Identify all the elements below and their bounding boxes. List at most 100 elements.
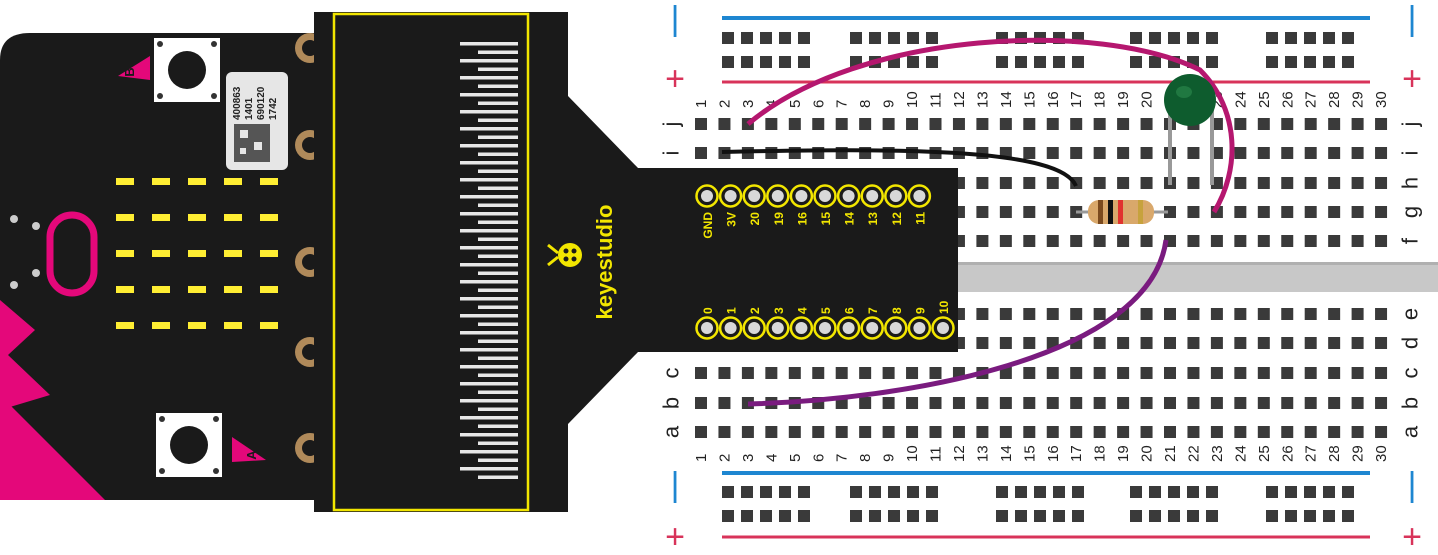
hole (765, 426, 778, 438)
rail-hole (996, 486, 1008, 498)
hole (1375, 147, 1388, 159)
rail-hole (1323, 486, 1335, 498)
hole (1164, 337, 1176, 349)
rail-hole (1149, 486, 1161, 498)
hole (812, 367, 825, 379)
connector-finger (478, 254, 518, 258)
rail-plus-top-left: + (665, 60, 685, 98)
led (152, 322, 170, 329)
hole (741, 426, 754, 438)
rail-hole (1034, 56, 1046, 68)
hole (1257, 397, 1270, 409)
hole (1304, 206, 1317, 218)
hole (1210, 235, 1223, 247)
rail-hole (1342, 510, 1354, 522)
rail-hole (1187, 510, 1199, 522)
hole (1351, 337, 1364, 349)
hole (1328, 397, 1341, 409)
hole (929, 426, 942, 438)
hole (952, 397, 965, 409)
connector-finger (460, 399, 518, 403)
hole (976, 337, 989, 349)
rail-minus-bottom-right: | (1408, 466, 1417, 504)
rail-hole (1304, 510, 1316, 522)
connector-finger (478, 458, 518, 462)
hole (1328, 337, 1341, 349)
hole (1140, 308, 1153, 320)
column-number-bottom: 25 (1256, 445, 1273, 462)
hole (1257, 337, 1270, 349)
connector-finger (460, 110, 518, 114)
hole (999, 206, 1012, 218)
header-pin (742, 184, 766, 208)
button-b[interactable] (154, 38, 220, 102)
column-number-top: 20 (1139, 91, 1156, 108)
hole (1046, 397, 1059, 409)
rail-hole (779, 510, 791, 522)
hole (1328, 206, 1341, 218)
column-number-top: 11 (928, 92, 945, 108)
connector-finger (478, 271, 518, 275)
pin-label: 4 (795, 307, 809, 314)
led (152, 214, 170, 221)
rail-hole (722, 32, 734, 44)
sticker-line-3: 690120 (256, 86, 267, 120)
column-number-top: 30 (1373, 91, 1390, 108)
hole (1281, 235, 1294, 247)
rail-hole (850, 32, 862, 44)
hole (1328, 147, 1341, 159)
hole (1046, 426, 1059, 438)
row-letter: h (1398, 177, 1423, 189)
button-a-marker (232, 437, 266, 462)
hole (1093, 177, 1106, 189)
rail-hole (760, 510, 772, 522)
hole (999, 397, 1012, 409)
rail-hole (888, 32, 900, 44)
header-pin (789, 316, 814, 340)
led (260, 286, 278, 293)
rail-hole (1187, 486, 1199, 498)
column-number-bottom: 27 (1303, 445, 1320, 462)
hole (1210, 367, 1223, 379)
row-letter: b (1398, 397, 1423, 409)
connector-finger (460, 263, 518, 267)
connector-finger (460, 314, 518, 318)
rail-hole (907, 32, 919, 44)
microbit-pink-corner (0, 395, 105, 500)
pin-label: 8 (890, 307, 904, 314)
hole (1304, 337, 1317, 349)
row-letter: j (1398, 122, 1423, 128)
hole (1070, 308, 1083, 320)
hole (1046, 308, 1059, 320)
qr-code-icon (234, 124, 270, 162)
row-letter: g (1398, 206, 1423, 218)
hole (718, 426, 731, 438)
hole (1234, 337, 1247, 349)
hole (1117, 177, 1130, 189)
hole (882, 367, 895, 379)
column-number-bottom: 12 (951, 445, 968, 462)
hole (788, 118, 801, 130)
hole (976, 118, 989, 130)
hole (1375, 177, 1388, 189)
hole (1304, 367, 1317, 379)
pin-label: 1 (725, 307, 739, 314)
hole (1257, 426, 1270, 438)
header-pin (836, 184, 861, 208)
connector-finger (478, 407, 518, 411)
hole (1375, 206, 1388, 218)
button-a[interactable] (156, 413, 222, 477)
hole (1281, 118, 1294, 130)
column-number-bottom: 14 (998, 445, 1015, 462)
hole (1117, 147, 1130, 159)
led (188, 214, 206, 221)
hole (1093, 308, 1106, 320)
hole (1140, 118, 1153, 130)
rail-minus-top-left: | (671, 0, 680, 38)
rail-hole (1323, 510, 1335, 522)
column-number-bottom: 2 (716, 454, 733, 462)
connector-finger (460, 195, 518, 199)
keyestudio-logo-icon (547, 243, 582, 267)
hole (906, 367, 919, 379)
